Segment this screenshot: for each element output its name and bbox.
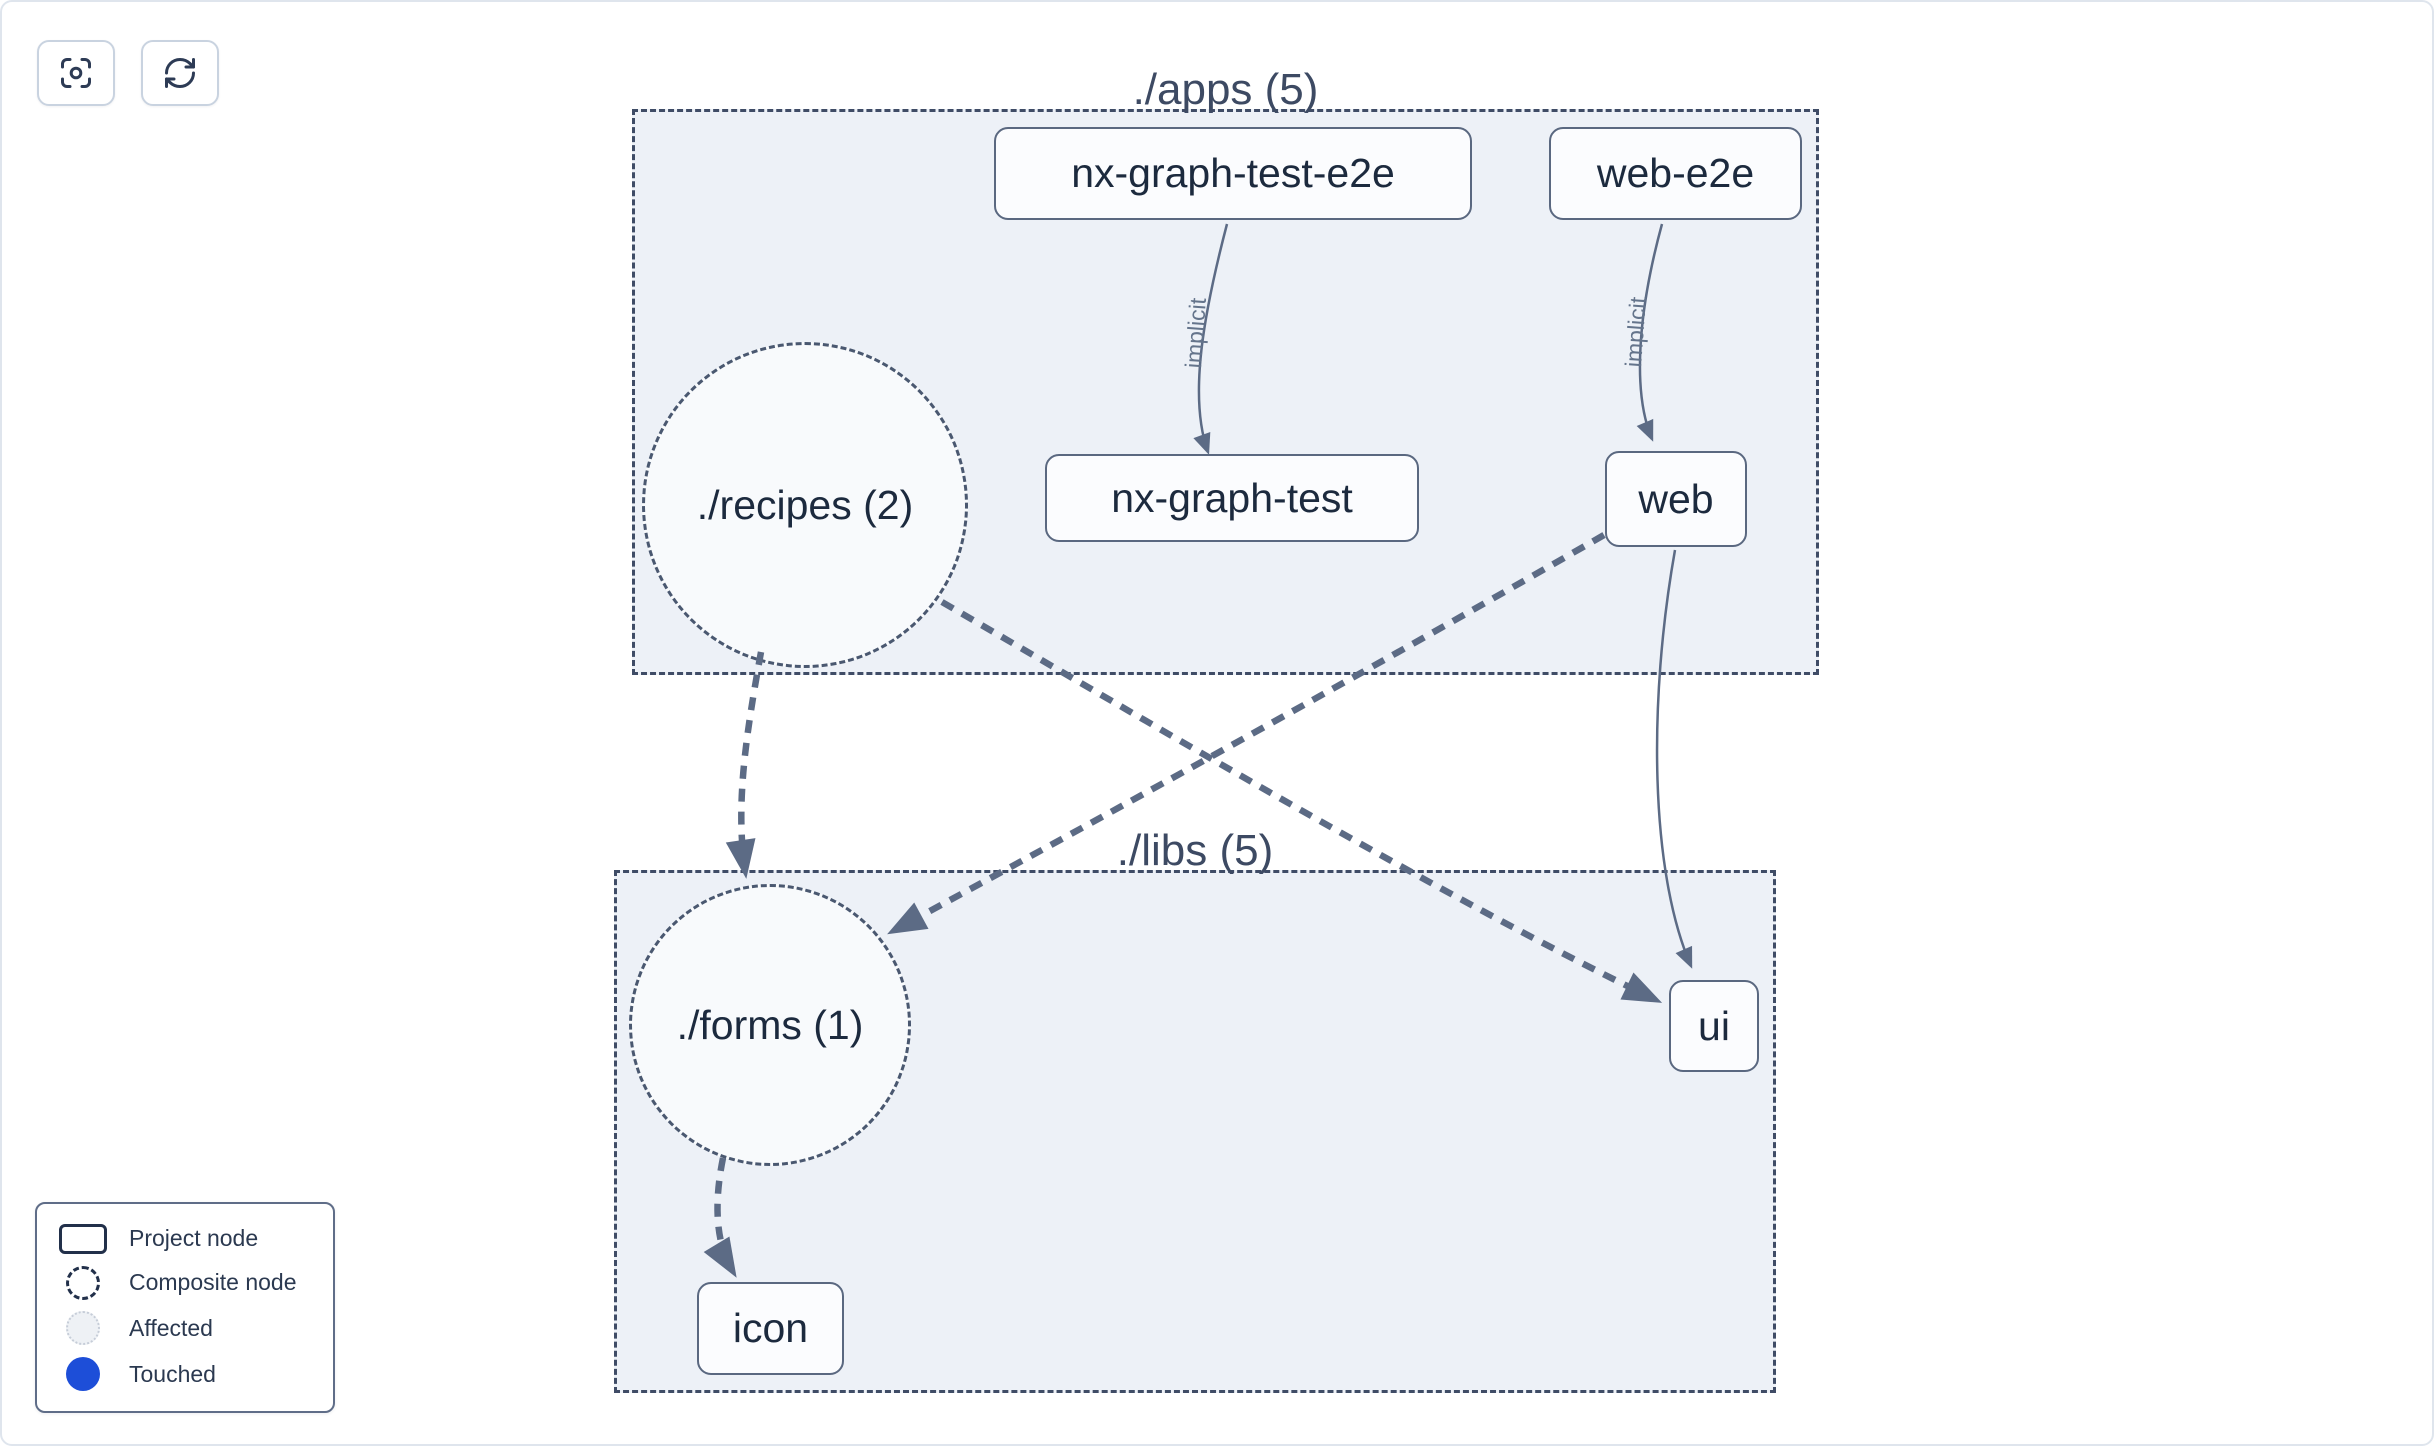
project-node-nx-graph-test[interactable]: nx-graph-test [1045, 454, 1419, 542]
legend-item-touched: Touched [37, 1357, 333, 1392]
project-node-swatch [59, 1223, 107, 1254]
cluster-apps-label: ./apps (5) [1132, 65, 1319, 114]
project-node-web-e2e[interactable]: web-e2e [1549, 127, 1802, 220]
composite-node-forms[interactable]: ./forms (1) [629, 884, 911, 1166]
cluster-libs-label: ./libs (5) [1116, 826, 1274, 875]
scan-focus-icon [61, 58, 91, 88]
legend-label: Composite node [129, 1269, 297, 1296]
composite-node-recipes-label: ./recipes (2) [696, 481, 914, 528]
composite-node-swatch [66, 1265, 100, 1300]
composite-node-forms-label: ./forms (1) [676, 1001, 864, 1048]
legend-item-composite-node: Composite node [37, 1265, 333, 1300]
touched-swatch [66, 1357, 100, 1392]
project-node-web[interactable]: web [1605, 451, 1747, 547]
focus-button[interactable] [37, 40, 115, 106]
project-node-icon[interactable]: icon [697, 1282, 844, 1375]
affected-swatch [66, 1311, 100, 1346]
legend-label: Affected [129, 1314, 213, 1341]
project-node-ui[interactable]: ui [1669, 980, 1759, 1072]
legend-label: Touched [129, 1360, 216, 1387]
legend-item-project-node: Project node [37, 1223, 333, 1254]
legend: Project node Composite node Affected Tou… [35, 1202, 335, 1413]
edge-recipes-to-forms [725, 651, 765, 879]
legend-label: Project node [129, 1225, 259, 1252]
legend-item-affected: Affected [37, 1311, 333, 1346]
project-node-nx-graph-test-e2e[interactable]: nx-graph-test-e2e [994, 127, 1472, 220]
composite-node-recipes[interactable]: ./recipes (2) [642, 342, 968, 668]
refresh-button[interactable] [141, 40, 219, 106]
refresh-icon [165, 58, 195, 88]
